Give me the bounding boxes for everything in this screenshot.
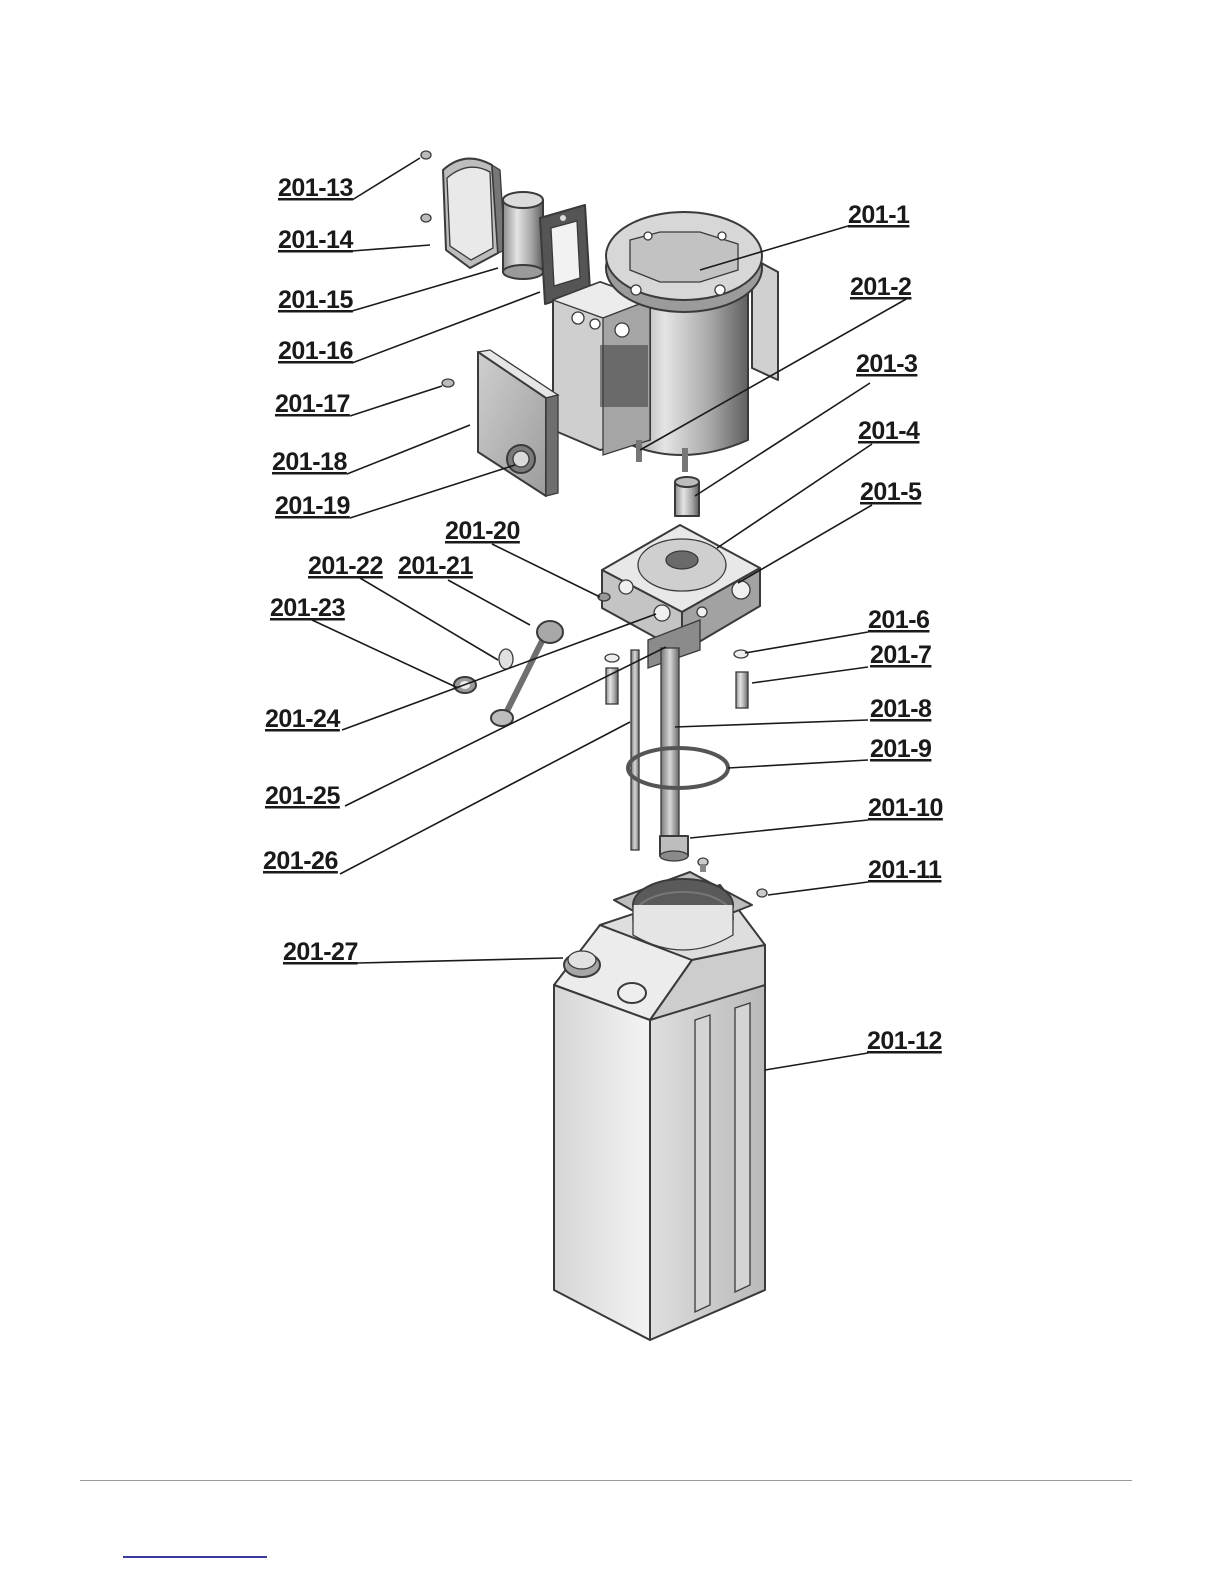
callout-201-1: 201-1	[848, 201, 910, 229]
callout-201-10: 201-10	[868, 794, 943, 822]
part-capacitor-201-15	[503, 192, 543, 279]
callout-201-26: 201-26	[263, 847, 338, 875]
callout-201-4: 201-4	[858, 417, 920, 445]
callout-201-19: 201-19	[275, 492, 350, 520]
callout-201-27: 201-27	[283, 938, 358, 966]
callout-201-15: 201-15	[278, 286, 353, 314]
callout-201-7: 201-7	[870, 641, 931, 669]
callout-201-9: 201-9	[870, 735, 931, 763]
callout-201-12: 201-12	[867, 1027, 942, 1055]
callout-201-8: 201-8	[870, 695, 932, 723]
callout-201-3: 201-3	[856, 350, 917, 378]
callout-201-21: 201-21	[398, 552, 473, 580]
callout-201-18: 201-18	[272, 448, 347, 476]
footer-link-underline[interactable]	[123, 1556, 267, 1558]
callout-201-16: 201-16	[278, 337, 353, 365]
part-release-valve-201-21	[454, 621, 563, 726]
callout-201-20: 201-20	[445, 517, 520, 545]
callout-201-13: 201-13	[278, 174, 353, 202]
part-pump-block-201-4	[598, 525, 760, 668]
part-reservoir-201-12	[554, 872, 765, 1340]
callout-201-2: 201-2	[850, 273, 911, 301]
part-screw-201-13	[421, 151, 431, 222]
callout-201-6: 201-6	[868, 606, 929, 634]
parts-illustration	[421, 151, 778, 1340]
part-cover-plate-201-18	[442, 350, 558, 496]
callout-201-5: 201-5	[860, 478, 922, 506]
part-capacitor-cover-201-14	[443, 159, 505, 268]
callout-201-22: 201-22	[308, 552, 383, 580]
footer-divider	[80, 1480, 1132, 1481]
callout-201-23: 201-23	[270, 594, 345, 622]
callout-201-11: 201-11	[868, 856, 942, 884]
part-filter-201-10	[660, 836, 688, 861]
callout-201-17: 201-17	[275, 390, 350, 418]
callout-201-24: 201-24	[265, 705, 340, 733]
callout-201-14: 201-14	[278, 226, 353, 254]
callout-201-25: 201-25	[265, 782, 340, 810]
